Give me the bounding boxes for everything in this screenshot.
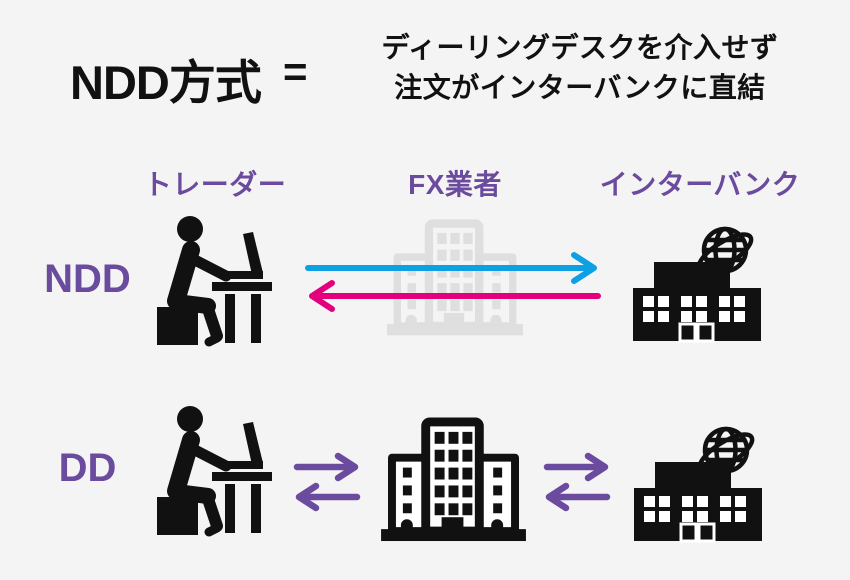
column-header-interbank: インターバンク [599, 169, 801, 200]
title-definition: ディーリングデスクを介入せず 注文がインターバンクに直結 [335, 28, 825, 108]
trader-at-desk-icon [157, 406, 272, 537]
dd-broker-interbank-arrow-right [543, 452, 609, 482]
row-label-dd: DD [58, 446, 117, 490]
column-header-fx-broker: FX業者 [408, 169, 502, 200]
fx-broker-building-icon [381, 417, 526, 542]
trader-at-desk-icon [157, 216, 272, 347]
row-label-ndd: NDD [44, 257, 131, 301]
title-definition-line1: ディーリングデスクを介入せず [381, 32, 779, 63]
interbank-building-icon [633, 226, 761, 343]
fx-broker-building-icon-bypassed [387, 219, 523, 336]
dd-trader-broker-arrow-right [293, 452, 359, 482]
title-definition-line2: 注文がインターバンクに直結 [394, 71, 766, 103]
dd-broker-trader-arrow-left [295, 482, 361, 512]
dd-interbank-broker-arrow-left [545, 482, 611, 512]
page-title: NDD方式 [70, 56, 262, 109]
interbank-building-icon [634, 426, 762, 543]
equals-sign: = [283, 48, 308, 95]
column-header-trader: トレーダー [143, 169, 287, 200]
